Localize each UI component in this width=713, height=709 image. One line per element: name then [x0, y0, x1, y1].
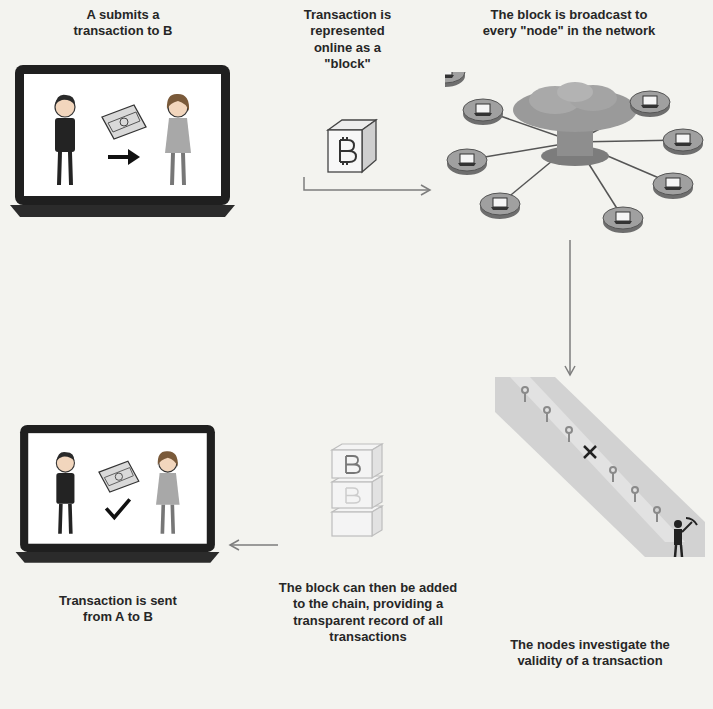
flow-arrow — [230, 544, 278, 546]
step-panel: Transaction is represented online as a "… — [290, 5, 405, 177]
flow-arrow — [304, 177, 430, 190]
flow-arrow — [569, 240, 571, 375]
step-panel: The block is broadcast to every "node" i… — [430, 5, 708, 240]
block-cube — [320, 116, 380, 176]
network-illustration — [445, 72, 705, 237]
step-caption: The block can then be added to the chain… — [278, 580, 458, 645]
step-caption: The nodes investigate the validity of a … — [505, 637, 675, 670]
block-chain-stack — [326, 440, 392, 538]
step-caption: A submits a transaction to B — [58, 7, 188, 40]
laptop-illustration — [10, 65, 235, 225]
step-caption: The block is broadcast to every "node" i… — [479, 7, 659, 40]
step-caption: Transaction is sent from A to B — [43, 593, 193, 626]
laptop-illustration — [10, 425, 225, 570]
validation-band — [470, 372, 710, 562]
step-panel: Transaction is sent from A to B — [5, 425, 230, 640]
step-panel: A submits a transaction to B — [5, 5, 240, 230]
step-caption: Transaction is represented online as a "… — [290, 7, 405, 72]
step-panel: The nodes investigate the validity of a … — [470, 375, 710, 703]
step-panel: The block can then be added to the chain… — [278, 440, 458, 705]
